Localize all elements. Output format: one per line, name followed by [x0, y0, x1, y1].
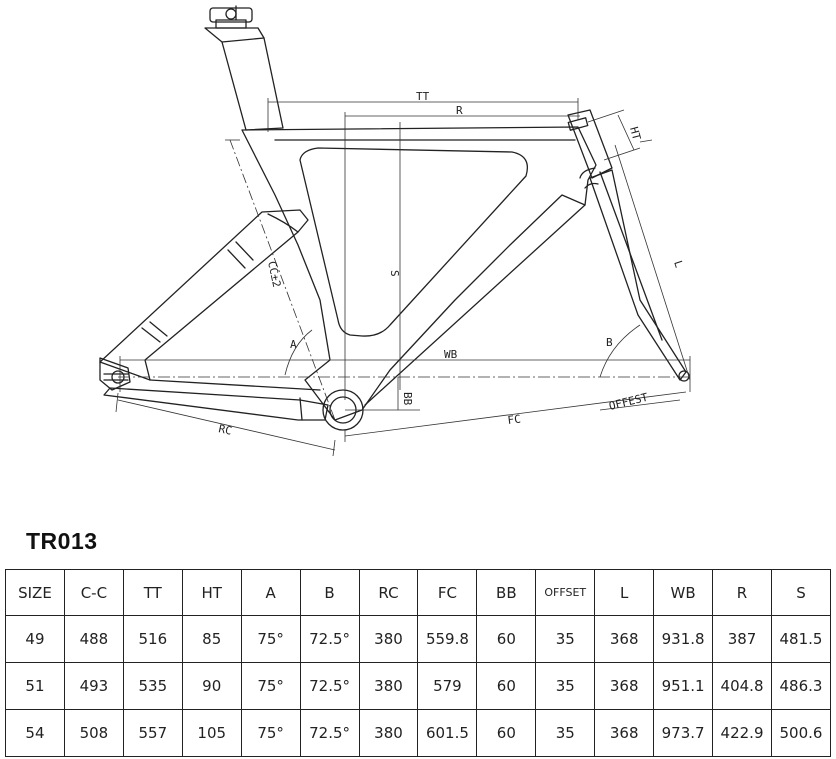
table-cell: 35 — [535, 615, 596, 663]
label-r: R — [456, 104, 463, 117]
table-cell: 49 — [5, 615, 65, 663]
table-cell: 951.1 — [653, 662, 714, 710]
table-cell: 404.8 — [712, 662, 772, 710]
label-s: S — [388, 270, 401, 277]
table-cell: 60 — [476, 615, 537, 663]
header-wb: WB — [653, 569, 714, 616]
table-cell: 51 — [5, 662, 65, 710]
table-cell: 559.8 — [417, 615, 478, 663]
rear-dropout — [99, 357, 131, 391]
label-ht: HT — [627, 125, 643, 142]
label-bb: BB — [401, 392, 414, 406]
header-l: L — [594, 569, 655, 616]
frame-geometry-drawing: TT R HT S CC±2 A B WB BB OFFEST FC RC L — [99, 5, 691, 457]
header-size: SIZE — [5, 569, 65, 616]
table-cell: 601.5 — [417, 709, 478, 757]
label-rc: RC — [217, 422, 233, 437]
head-tube-fork — [567, 109, 690, 382]
label-l: L — [671, 259, 686, 270]
table-cell: 481.5 — [770, 615, 832, 663]
header-bb: BB — [476, 569, 537, 616]
header-rc: RC — [358, 569, 419, 616]
table-cell: 368 — [594, 662, 655, 710]
table-row: 49 488 516 85 75° 72.5° 380 559.8 60 35 … — [5, 615, 832, 663]
header-r: R — [712, 569, 772, 616]
table-cell: 486.3 — [770, 662, 832, 710]
label-cc: CC±2 — [265, 260, 283, 289]
table-cell: 60 — [476, 662, 537, 710]
table-cell: 368 — [594, 709, 655, 757]
header-cc: C-C — [63, 569, 124, 616]
header-fc: FC — [417, 569, 478, 616]
table-cell: 579 — [417, 662, 478, 710]
table-cell: 75° — [240, 709, 301, 757]
table-cell: 60 — [476, 709, 537, 757]
table-cell: 508 — [63, 709, 124, 757]
table-cell: 54 — [5, 709, 65, 757]
table-cell: 380 — [358, 709, 419, 757]
table-cell: 422.9 — [712, 709, 772, 757]
table-cell: 516 — [122, 615, 183, 663]
geometry-spec-table: SIZE C-C TT HT A B RC FC BB OFFSET L WB … — [5, 569, 832, 757]
table-cell: 85 — [181, 615, 242, 663]
table-cell: 75° — [240, 615, 301, 663]
table-cell: 75° — [240, 662, 301, 710]
header-b: B — [299, 569, 360, 616]
label-offset: OFFEST — [608, 391, 650, 413]
table-cell: 105 — [181, 709, 242, 757]
table-row: 51 493 535 90 75° 72.5° 380 579 60 35 36… — [5, 662, 832, 710]
table-header-row: SIZE C-C TT HT A B RC FC BB OFFSET L WB … — [5, 569, 832, 616]
table-cell: 35 — [535, 662, 596, 710]
model-name: TR013 — [26, 528, 98, 554]
seat-post — [204, 5, 284, 131]
table-cell: 535 — [122, 662, 183, 710]
table-cell: 380 — [358, 615, 419, 663]
table-cell: 90 — [181, 662, 242, 710]
label-wb: WB — [444, 348, 458, 361]
table-cell: 35 — [535, 709, 596, 757]
table-cell: 380 — [358, 662, 419, 710]
header-a: A — [240, 569, 301, 616]
seat-stays — [99, 209, 309, 381]
table-cell: 500.6 — [770, 709, 832, 757]
label-b: B — [606, 336, 613, 349]
header-offset: OFFSET — [535, 569, 596, 616]
main-frame — [241, 126, 597, 421]
table-cell: 557 — [122, 709, 183, 757]
table-row: 54 508 557 105 75° 72.5° 380 601.5 60 35… — [5, 709, 832, 757]
table-cell: 368 — [594, 615, 655, 663]
chain-stays — [103, 379, 329, 421]
table-cell: 973.7 — [653, 709, 714, 757]
table-cell: 931.8 — [653, 615, 714, 663]
table-cell: 72.5° — [299, 662, 360, 710]
table-cell: 72.5° — [299, 615, 360, 663]
header-ht: HT — [181, 569, 242, 616]
table-cell: 387 — [712, 615, 772, 663]
table-cell: 493 — [63, 662, 124, 710]
label-tt: TT — [416, 90, 430, 103]
label-fc: FC — [507, 412, 522, 427]
table-cell: 488 — [63, 615, 124, 663]
table-cell: 72.5° — [299, 709, 360, 757]
label-a: A — [290, 338, 297, 351]
header-tt: TT — [122, 569, 183, 616]
header-s: S — [770, 569, 832, 616]
